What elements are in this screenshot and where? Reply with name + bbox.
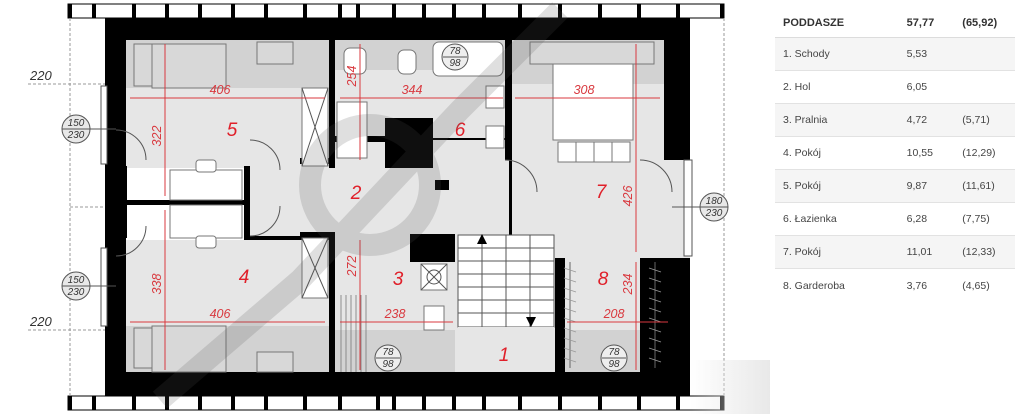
roof-window-wardrobe: 78 98 <box>600 344 628 372</box>
room-number-6: 6 <box>455 120 466 141</box>
dim-room8-width: 208 <box>603 307 625 321</box>
room-name: 5. Pokój <box>783 180 821 192</box>
room-name: 8. Garderoba <box>783 279 845 292</box>
table-row: 7. Pokój 11,01 (12,33) <box>775 236 1015 269</box>
room-gross-area: (11,61) <box>962 180 995 192</box>
room-area: 4,72 <box>906 114 928 126</box>
room-name: 3. Pralnia <box>783 114 828 126</box>
roof-window-laundry: 78 98 <box>374 344 402 372</box>
dim-room5-width: 406 <box>210 83 231 97</box>
room-name: 4. Pokój <box>783 147 821 159</box>
svg-text:230: 230 <box>67 287 85 298</box>
svg-text:78: 78 <box>382 347 394 358</box>
dim-room4-depth: 338 <box>150 274 164 295</box>
room-number-4: 4 <box>239 267 250 288</box>
room-number-3: 3 <box>393 269 404 290</box>
table-row: 6. Łazienka 6,28 (7,75) <box>775 203 1015 236</box>
room-gross-area: (4,65) <box>962 279 990 292</box>
floor-net-area: 57,77 <box>906 16 935 29</box>
svg-text:230: 230 <box>67 130 85 141</box>
floor-plan: 78 98 78 98 78 98 150 230 150 230 180 23… <box>28 2 770 414</box>
svg-text:150: 150 <box>68 275 85 286</box>
svg-text:98: 98 <box>382 359 394 370</box>
room-area: 11,01 <box>906 246 933 258</box>
room-name: 6. Łazienka <box>783 213 837 225</box>
table-row: 4. Pokój 10,55 (12,29) <box>775 137 1015 170</box>
dim-room3-width: 238 <box>384 307 406 321</box>
external-dim-top: 220 <box>29 68 52 83</box>
svg-text:98: 98 <box>608 359 620 370</box>
room-name: 1. Schody <box>783 48 830 60</box>
room-number-7: 7 <box>596 182 608 203</box>
table-row: 5. Pokój 9,87 (11,61) <box>775 170 1015 203</box>
room-name: 2. Hol <box>783 81 811 93</box>
svg-text:230: 230 <box>705 208 723 219</box>
room-area: 3,76 <box>906 279 928 292</box>
window-marker-left-top: 150 230 <box>61 114 116 144</box>
dim-room8-depth: 234 <box>621 274 635 296</box>
table-row: 2. Hol 6,05 <box>775 71 1015 104</box>
svg-text:78: 78 <box>449 46 461 57</box>
area-table: PODDASZE 57,77 (65,92) 1. Schody 5,53 2.… <box>775 8 1015 302</box>
room-area: 5,53 <box>906 48 928 60</box>
window-marker-right: 180 230 <box>672 192 729 222</box>
room-number-8: 8 <box>598 269 609 290</box>
dim-room7-width: 308 <box>574 83 595 97</box>
table-row: 1. Schody 5,53 <box>775 38 1015 71</box>
room-area: 6,28 <box>906 213 928 225</box>
roof-eave-top <box>67 3 725 19</box>
svg-text:78: 78 <box>608 347 620 358</box>
room-gross-area: (5,71) <box>962 114 990 126</box>
dim-room7-depth: 426 <box>621 186 635 207</box>
table-row: 8. Garderoba 3,76 (4,65) <box>775 269 1015 302</box>
room-area: 9,87 <box>906 180 928 192</box>
room-gross-area: (7,75) <box>962 213 990 225</box>
watermark-logo <box>152 2 568 409</box>
room-area: 10,55 <box>906 147 933 159</box>
room-gross-area: (12,33) <box>962 246 996 258</box>
floor-gross-area: (65,92) <box>962 16 998 29</box>
svg-text:150: 150 <box>68 118 85 129</box>
table-header-row: PODDASZE 57,77 (65,92) <box>775 8 1015 38</box>
svg-text:180: 180 <box>706 196 723 207</box>
room-area: 6,05 <box>906 81 928 93</box>
roof-window-bathroom: 78 98 <box>441 43 469 71</box>
dim-room3-depth: 272 <box>345 256 359 278</box>
room-gross-area: (12,29) <box>962 147 996 159</box>
dim-room4-width: 406 <box>210 307 231 321</box>
svg-text:98: 98 <box>449 58 461 69</box>
dim-room6-width: 344 <box>402 83 423 97</box>
dim-room5-depth: 322 <box>150 126 164 147</box>
room-number-2: 2 <box>350 183 362 204</box>
room-name: 7. Pokój <box>783 246 821 258</box>
dim-room6-depth: 254 <box>345 66 359 88</box>
window-marker-left-bottom: 150 230 <box>61 271 116 301</box>
external-dim-bottom: 220 <box>29 314 52 329</box>
room-number-5: 5 <box>227 120 238 141</box>
table-row: 3. Pralnia 4,72 (5,71) <box>775 104 1015 137</box>
room-number-1: 1 <box>499 345 510 366</box>
floor-name: PODDASZE <box>783 16 845 29</box>
